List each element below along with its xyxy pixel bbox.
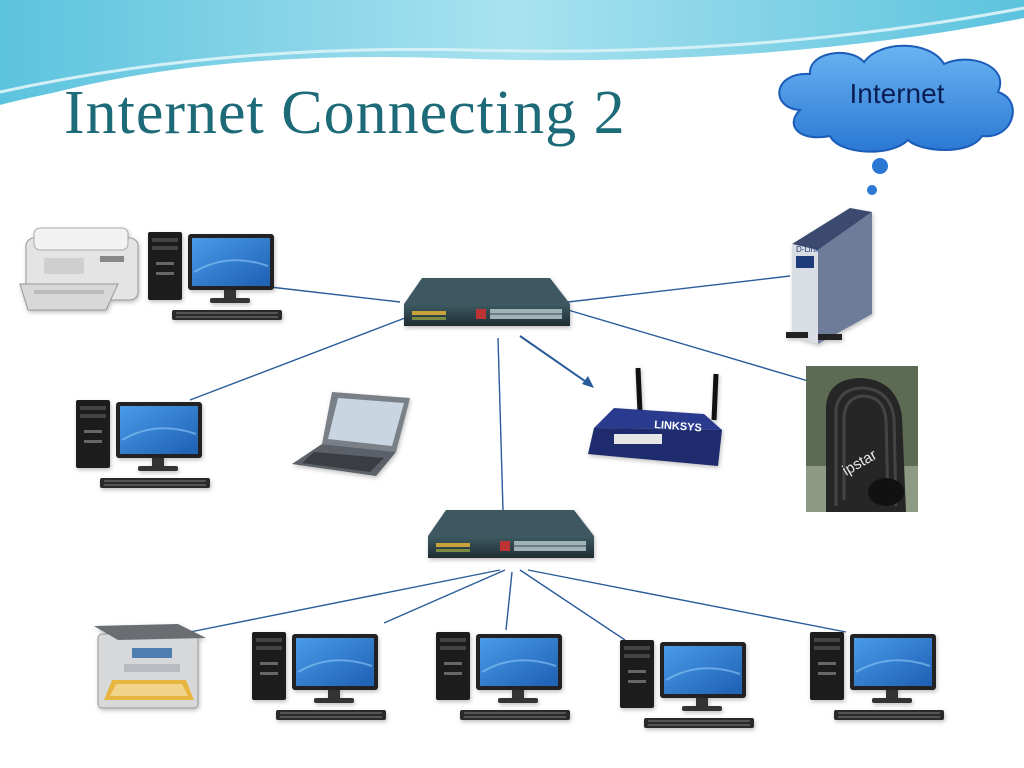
header-wave xyxy=(0,0,1024,111)
wireless-router-icon: LINKSYS xyxy=(588,367,722,466)
desktop-computer-icon xyxy=(619,639,755,729)
desktop-computer-icon xyxy=(147,231,283,321)
link-switch1-modem xyxy=(567,275,791,303)
dsl-modem-icon: D-Link xyxy=(786,208,872,344)
cloud-bubble-large xyxy=(872,158,888,174)
connection-lines xyxy=(189,275,847,641)
cloud-icon xyxy=(778,44,1014,195)
link-switch2-pc5 xyxy=(519,569,626,641)
desktop-computer-icon xyxy=(251,631,387,721)
link-switch2-pc6 xyxy=(527,569,847,633)
router-brand-label: LINKSYS xyxy=(654,419,702,434)
modem-brand-label: D-Link xyxy=(796,245,820,254)
page-title: Internet Connecting 2 xyxy=(64,79,626,147)
link-switch2-printer xyxy=(189,569,501,633)
satellite-modem-icon: ipstar xyxy=(806,366,918,512)
link-switch1-router xyxy=(519,335,593,387)
network-switch-icon xyxy=(403,277,571,327)
link-switch2-pc4 xyxy=(505,571,513,631)
desktop-computer-icon xyxy=(435,631,571,721)
printer-icon xyxy=(19,227,139,311)
link-pc1-switch1 xyxy=(269,286,401,303)
network-switch-icon xyxy=(427,509,595,559)
link-switch1-switch2 xyxy=(497,337,504,511)
multifunction-printer-icon xyxy=(94,624,206,709)
cloud-label: Internet xyxy=(849,78,945,109)
desktop-computer-icon xyxy=(75,399,211,489)
desktop-computer-icon xyxy=(809,631,945,721)
link-switch2-pc3 xyxy=(383,569,506,624)
cloud-bubble-small xyxy=(867,185,877,195)
link-pc2-switch1 xyxy=(189,317,406,401)
laptop-icon xyxy=(292,392,410,476)
link-switch1-satellite xyxy=(567,309,816,384)
